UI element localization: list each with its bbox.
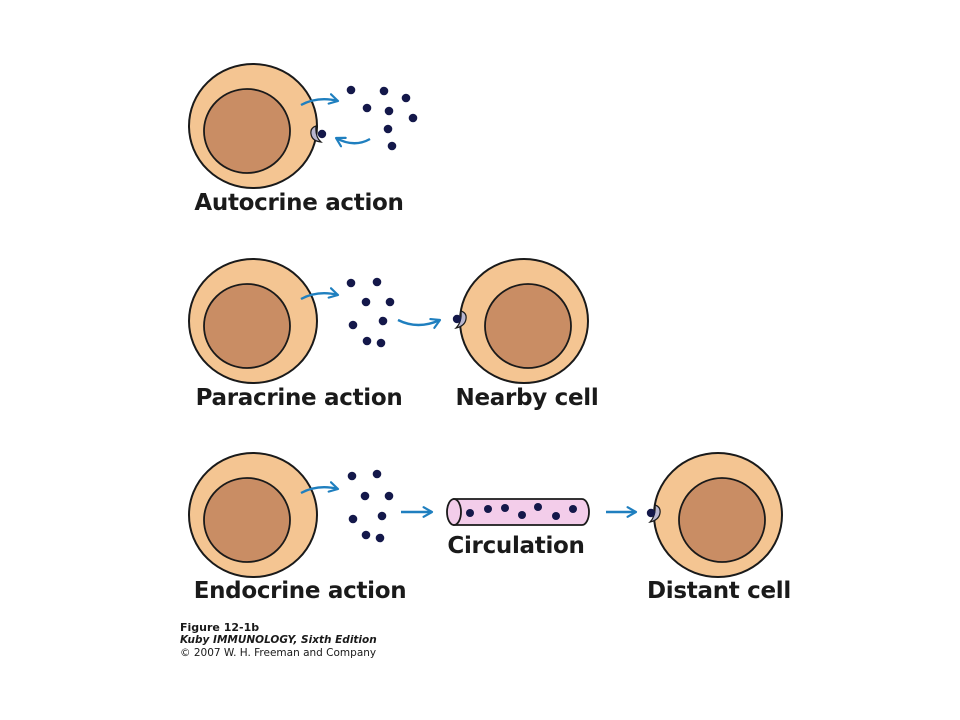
- nearby-cell-label: Nearby cell: [455, 385, 599, 411]
- paracrine-cell-icon: [188, 258, 318, 384]
- arrow-icon: [300, 481, 340, 495]
- arrow-icon: [300, 93, 340, 107]
- receptor-icon: [452, 310, 467, 330]
- receptor-icon: [310, 125, 327, 143]
- book-title: Kuby IMMUNOLOGY, Sixth Edition: [180, 634, 377, 646]
- distant-cell-label: Distant cell: [647, 578, 791, 604]
- signaling-molecule-icon: [346, 277, 395, 348]
- autocrine-label: Autocrine action: [194, 190, 404, 216]
- endocrine-label: Endocrine action: [193, 578, 407, 604]
- copyright-notice: © 2007 W. H. Freeman and Company: [180, 647, 377, 659]
- autocrine-cell-icon: [188, 63, 318, 189]
- circulation-label: Circulation: [447, 533, 585, 559]
- figure-caption: Figure 12-1b Kuby IMMUNOLOGY, Sixth Edit…: [180, 621, 377, 660]
- signaling-molecule-icon: [347, 469, 394, 543]
- signaling-molecule-icon: [346, 85, 418, 151]
- distant-cell-icon: [653, 452, 783, 578]
- blood-vessel-icon: [446, 498, 590, 526]
- paracrine-label: Paracrine action: [195, 385, 403, 411]
- arrow-icon: [397, 318, 442, 329]
- arrow-icon: [334, 136, 371, 148]
- endocrine-cell-icon: [188, 452, 318, 578]
- receptor-icon: [646, 504, 661, 524]
- arrow-icon: [300, 287, 340, 301]
- figure-number: Figure 12-1b: [180, 621, 260, 634]
- nearby-cell-icon: [459, 258, 589, 384]
